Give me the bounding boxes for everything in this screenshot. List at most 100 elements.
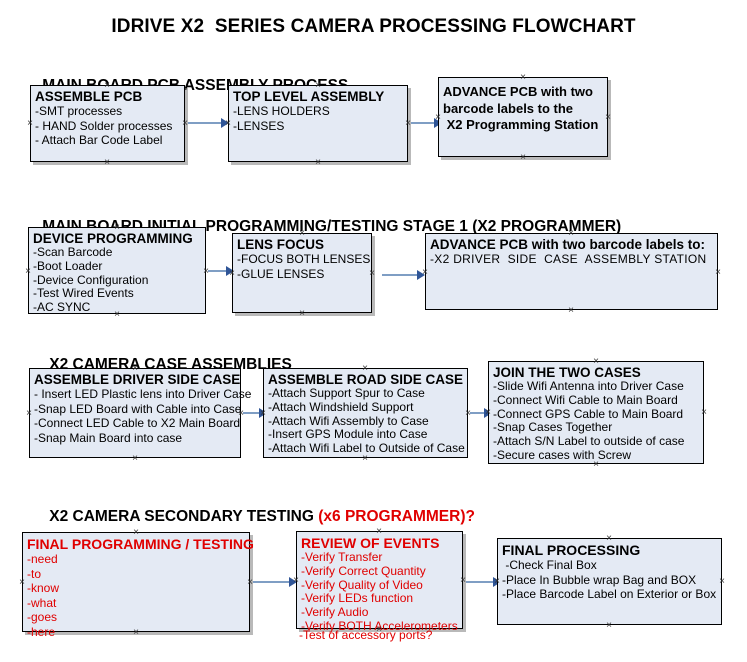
anchor-handle-right[interactable]: [718, 577, 727, 586]
node-title: ASSEMBLE PCB: [35, 89, 143, 104]
connector-line: [411, 122, 439, 124]
node-join-the-two-cases[interactable]: JOIN THE TWO CASES -Slide Wifi Antenna i…: [488, 361, 704, 464]
connector-line: [243, 412, 261, 414]
node-assemble-road-side-case[interactable]: ASSEMBLE ROAD SIDE CASE -Attach Support …: [263, 368, 468, 458]
anchor-handle-bottom[interactable]: [567, 306, 576, 315]
node-advance-pcb-to-programming-station[interactable]: ADVANCE PCB with two barcode labels to t…: [438, 77, 608, 157]
node-line: ADVANCE PCB with two: [443, 84, 593, 99]
anchor-handle-right[interactable]: [604, 113, 613, 122]
node-overflow-line-review-of-events: -Test of accessory ports?: [299, 628, 433, 642]
anchor-handle-top[interactable]: [314, 81, 323, 90]
anchor-handle-top[interactable]: [113, 223, 122, 232]
node-line: -Boot Loader: [33, 258, 103, 273]
anchor-handle-top[interactable]: [592, 357, 601, 366]
anchor-handle-bottom[interactable]: [103, 158, 112, 167]
anchor-handle-top[interactable]: [298, 229, 307, 238]
node-title: FINAL PROGRAMMING / TESTING: [27, 536, 254, 552]
node-line: -goes: [27, 610, 58, 624]
node-line: -what: [27, 595, 57, 610]
node-line: -to: [27, 566, 42, 581]
node-line: -Attach Wifi Label to Outside of Case: [268, 441, 465, 456]
node-assemble-pcb[interactable]: ASSEMBLE PCB -SMT processes - HAND Solde…: [30, 85, 185, 162]
node-line: barcode labels to the: [443, 100, 574, 116]
connector-line: [253, 581, 291, 583]
anchor-handle-top[interactable]: [361, 364, 370, 373]
node-device-programming[interactable]: DEVICE PROGRAMMING -Scan Barcode -Boot L…: [28, 227, 206, 314]
node-line: -Attach S/N Label to outside of case: [493, 434, 685, 449]
anchor-handle-top[interactable]: [132, 528, 141, 537]
anchor-handle-bottom[interactable]: [375, 625, 384, 634]
node-final-processing[interactable]: FINAL PROCESSING -Check Final Box -Place…: [497, 538, 722, 625]
connector-line: [470, 412, 486, 414]
node-line: -Snap LED Board with Cable into Case: [34, 401, 242, 416]
anchor-handle-left[interactable]: [484, 408, 493, 417]
anchor-handle-left[interactable]: [25, 409, 34, 418]
node-line: -Verify BOTH Accelerometers: [301, 618, 458, 633]
anchor-handle-right[interactable]: [368, 269, 377, 278]
anchor-handle-left[interactable]: [292, 576, 301, 585]
node-review-of-events[interactable]: REVIEW OF EVENTS -Verify Transfer -Verif…: [296, 531, 463, 633]
anchor-handle-top[interactable]: [605, 534, 614, 543]
anchor-handle-left[interactable]: [24, 267, 33, 276]
anchor-handle-right[interactable]: [714, 268, 723, 277]
document-title: IDRIVE X2 SERIES CAMERA PROCESSING FLOWC…: [111, 16, 636, 37]
node-line: -Verify Audio: [301, 605, 369, 620]
node-line: -Secure cases with Screw: [493, 447, 632, 462]
node-line: -Check Final Box: [502, 558, 597, 572]
node-line: -Attach Wifi Assembly to Case: [268, 413, 429, 428]
node-line: -Attach Support Spur to Case: [268, 386, 425, 400]
anchor-handle-bottom[interactable]: [314, 158, 323, 167]
node-lens-focus[interactable]: LENS FOCUS -FOCUS BOTH LENSES -GLUE LENS…: [232, 233, 372, 313]
node-line: -Device Configuration: [33, 272, 149, 287]
node-line: - HAND Solder processes: [35, 118, 173, 133]
node-top-level-assembly[interactable]: TOP LEVEL ASSEMBLY -LENS HOLDERS -LENSES: [228, 85, 408, 162]
anchor-handle-left[interactable]: [434, 113, 443, 122]
node-line: -Place Barcode Label on Exterior or Box: [502, 587, 717, 601]
node-line: -Connect Wifi Cable to Main Board: [493, 392, 678, 407]
node-title: ASSEMBLE ROAD SIDE CASE: [268, 372, 464, 387]
node-line: - Attach Bar Code Label: [35, 133, 163, 147]
node-final-programming-testing[interactable]: FINAL PROGRAMMING / TESTING -need -to -k…: [22, 532, 254, 639]
anchor-handle-bottom[interactable]: [113, 310, 122, 319]
anchor-handle-bottom[interactable]: [592, 460, 601, 469]
anchor-handle-bottom[interactable]: [605, 621, 614, 630]
anchor-handle-left[interactable]: [26, 119, 35, 128]
anchor-handle-bottom[interactable]: [361, 454, 370, 463]
anchor-handle-left[interactable]: [421, 268, 430, 277]
node-assemble-driver-side-case[interactable]: ASSEMBLE DRIVER SIDE CASE - Insert LED P…: [29, 368, 252, 458]
anchor-handle-right[interactable]: [700, 408, 709, 417]
connector-line: [466, 581, 495, 583]
node-title: REVIEW OF EVENTS: [301, 535, 440, 551]
anchor-handle-top[interactable]: [567, 229, 576, 238]
anchor-handle-left[interactable]: [228, 269, 237, 278]
node-line: -Insert GPS Module into Case: [268, 427, 428, 442]
anchor-handle-top[interactable]: [375, 527, 384, 536]
anchor-handle-left[interactable]: [18, 578, 27, 587]
node-title: TOP LEVEL ASSEMBLY: [233, 89, 385, 104]
node-advance-pcb-to-driver-side-case-station[interactable]: ADVANCE PCB with two barcode labels to: …: [425, 233, 718, 310]
node-line: - Insert LED Plastic lens into Driver Ca…: [34, 387, 252, 401]
anchor-handle-bottom[interactable]: [298, 309, 307, 318]
node-line: -LENSES: [233, 118, 285, 133]
node-line: -SMT processes: [35, 104, 123, 118]
node-line: -Place In Bubble wrap Bag and BOX: [502, 572, 697, 587]
node-line: -need: [27, 552, 58, 566]
anchor-handle-bottom[interactable]: [131, 454, 140, 463]
node-line: -LENS HOLDERS: [233, 104, 330, 118]
anchor-handle-left[interactable]: [493, 577, 502, 586]
anchor-handle-left[interactable]: [224, 119, 233, 128]
anchor-handle-bottom[interactable]: [132, 628, 141, 637]
node-line: -Attach Windshield Support: [268, 399, 414, 414]
anchor-handle-bottom[interactable]: [519, 153, 528, 162]
anchor-handle-right[interactable]: [459, 576, 468, 585]
anchor-handle-top[interactable]: [519, 73, 528, 82]
node-line: -GLUE LENSES: [237, 266, 325, 281]
anchor-handle-top[interactable]: [131, 364, 140, 373]
node-line: -FOCUS BOTH LENSES: [237, 252, 371, 266]
anchor-handle-top[interactable]: [103, 81, 112, 90]
node-line: -X2 DRIVER SIDE CASE ASSEMBLY STATION: [430, 252, 707, 266]
section-title-text: X2 CAMERA SECONDARY TESTING: [49, 508, 319, 525]
anchor-handle-left[interactable]: [259, 409, 268, 418]
node-title: ASSEMBLE DRIVER SIDE CASE: [34, 372, 241, 387]
